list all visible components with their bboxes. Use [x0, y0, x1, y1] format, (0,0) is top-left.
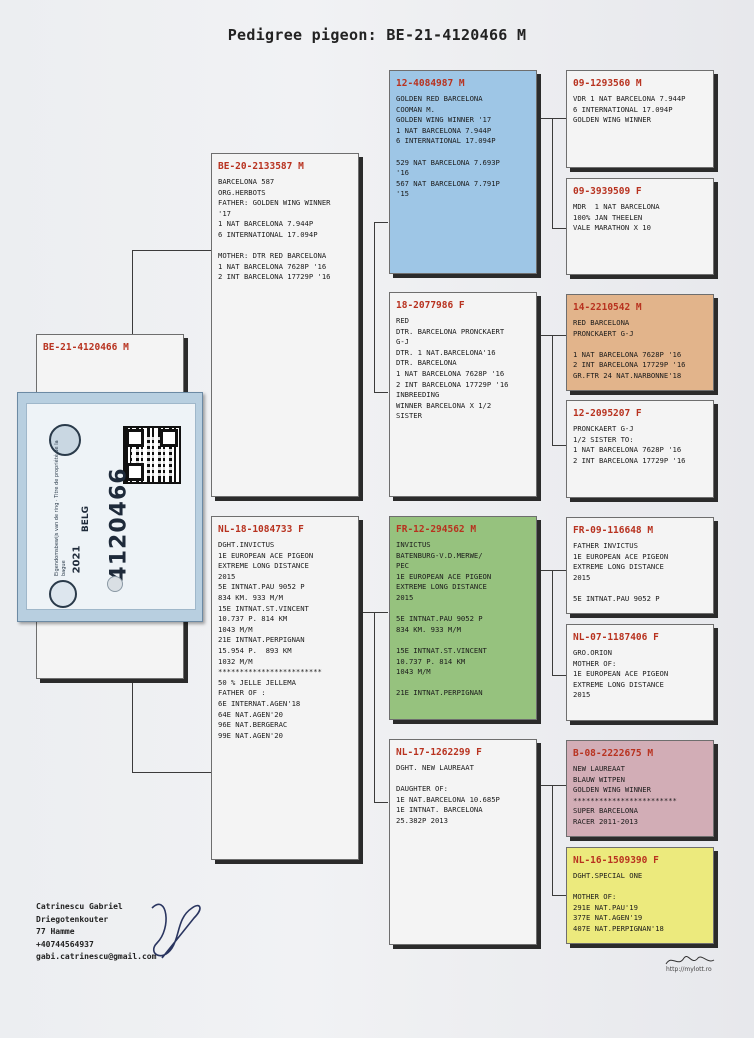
sire-sire-card: 12-4084987 M GOLDEN RED BARCELONA COOMAN…: [389, 70, 537, 274]
page-title: Pedigree pigeon: BE-21-4120466 M: [227, 26, 527, 44]
ring-year: 2021: [71, 545, 83, 574]
connector-line: [552, 445, 566, 446]
breeder-phone: +40744564937: [36, 939, 94, 949]
ggp-text: FATHER INVICTUS 1E EUROPEAN ACE PIGEON E…: [573, 541, 669, 603]
ggp-ring: 09-3939509 F: [573, 186, 642, 197]
sire-dam-card: 18-2077986 F RED DTR. BARCELONA PRONCKAE…: [389, 292, 537, 497]
sire-ring: BE-20-2133587 M: [218, 161, 304, 172]
signature-icon: [151, 903, 201, 959]
ring-emblem-icon: [49, 580, 77, 608]
connector-line: [374, 222, 375, 392]
connector-line: [374, 802, 388, 803]
ring-hole-icon: [107, 576, 123, 592]
qr-finder-icon: [160, 429, 178, 447]
breeder-name: Catrinescu Gabriel: [36, 902, 123, 911]
connector-line: [552, 785, 553, 895]
ggp-card: 12-2095207 F PRONCKAERT G-J 1/2 SISTER T…: [566, 400, 714, 498]
sire-sire-text: GOLDEN RED BARCELONA COOMAN M. GOLDEN WI…: [396, 94, 500, 199]
dam-ring: NL-18-1084733 F: [218, 524, 304, 535]
connector-line: [374, 612, 375, 802]
ggp-ring: 12-2095207 F: [573, 408, 642, 419]
qr-finder-icon: [126, 463, 144, 481]
ggp-card: 09-3939509 F MDR 1 NAT BARCELONA 100% JA…: [566, 178, 714, 275]
sire-sire-ring: 12-4084987 M: [396, 78, 465, 89]
connector-line: [132, 680, 133, 772]
subject-text: [37, 353, 183, 358]
qr-finder-icon: [126, 429, 144, 447]
ggp-text: GRO.ORION MOTHER OF: 1E EUROPEAN ACE PIG…: [573, 648, 669, 700]
ggp-ring: B-08-2222675 M: [573, 748, 654, 759]
ggp-card: FR-09-116648 M FATHER INVICTUS 1E EUROPE…: [566, 517, 714, 614]
breeder-contact: Catrinescu Gabriel Driegotenkouter 77 Ha…: [36, 901, 156, 964]
ring-number: 4120466: [106, 467, 132, 582]
ring-certificate-inner: Eigendomsbewijs van de ring · Titre de p…: [26, 403, 196, 610]
connector-line: [374, 222, 388, 223]
connector-line: [132, 250, 133, 335]
sire-card: BE-20-2133587 M BARCELONA 587 ORG.HERBOT…: [211, 153, 359, 497]
dam-sire-text: INVICTUS BATENBURG-V.D.MERWE/ PEC 1E EUR…: [396, 540, 492, 698]
ggp-ring: 14-2210542 M: [573, 302, 642, 313]
subject-ring: BE-21-4120466 M: [43, 342, 129, 353]
breeder-street: Driegotenkouter: [36, 914, 109, 924]
ggp-text: MDR 1 NAT BARCELONA 100% JAN THEELEN VAL…: [573, 202, 660, 233]
ggp-ring: FR-09-116648 M: [573, 525, 654, 536]
connector-line: [552, 675, 566, 676]
dam-dam-ring: NL-17-1262299 F: [396, 747, 482, 758]
breeder-email: gabi.catrinescu@gmail.com: [36, 952, 157, 962]
dam-dam-card: NL-17-1262299 F DGHT. NEW LAUREAAT DAUGH…: [389, 739, 537, 945]
connector-line: [552, 118, 553, 228]
ggp-card: NL-16-1509390 F DGHT.SPECIAL ONE MOTHER …: [566, 847, 714, 944]
connector-line: [552, 895, 566, 896]
dam-sire-ring: FR-12-294562 M: [396, 524, 477, 535]
ring-ownership-text: Eigendomsbewijs van de ring · Titre de p…: [54, 440, 67, 576]
connector-line: [552, 570, 553, 675]
connector-line: [132, 772, 212, 773]
ggp-card: NL-07-1187406 F GRO.ORION MOTHER OF: 1E …: [566, 624, 714, 721]
ring-certificate-card: Eigendomsbewijs van de ring · Titre de p…: [17, 392, 203, 622]
dam-dam-text: DGHT. NEW LAUREAAT DAUGHTER OF: 1E NAT.B…: [396, 763, 500, 825]
connector-line: [132, 250, 212, 251]
connector-line: [540, 118, 566, 119]
ggp-card: B-08-2222675 M NEW LAUREAAT BLAUW WITPEN…: [566, 740, 714, 837]
stamp-logo-icon: [665, 956, 715, 965]
ggp-text: NEW LAUREAAT BLAUW WITPEN GOLDEN WING WI…: [573, 764, 677, 826]
connector-line: [540, 570, 566, 571]
connector-line: [552, 335, 553, 445]
ggp-card: 09-1293560 M VDR 1 NAT BARCELONA 7.944P …: [566, 70, 714, 168]
connector-line: [360, 612, 388, 613]
sire-dam-ring: 18-2077986 F: [396, 300, 465, 311]
sire-text: BARCELONA 587 ORG.HERBOTS FATHER: GOLDEN…: [218, 177, 331, 282]
breeder-city: 77 Hamme: [36, 927, 75, 937]
ggp-text: VDR 1 NAT BARCELONA 7.944P 6 INTERNATION…: [573, 94, 686, 125]
ggp-text: PRONCKAERT G-J 1/2 SISTER TO: 1 NAT BARC…: [573, 424, 686, 465]
ring-country: BELG: [81, 505, 92, 533]
connector-line: [374, 392, 388, 393]
dam-card: NL-18-1084733 F DGHT.INVICTUS 1E EUROPEA…: [211, 516, 359, 860]
connector-line: [540, 785, 566, 786]
ggp-card: 14-2210542 M RED BARCELONA PRONCKAERT G-…: [566, 294, 714, 391]
qr-code-icon: [123, 426, 181, 484]
dam-sire-card: FR-12-294562 M INVICTUS BATENBURG-V.D.ME…: [389, 516, 537, 720]
connector-line: [540, 335, 566, 336]
connector-line: [552, 228, 566, 229]
dam-text: DGHT.INVICTUS 1E EUROPEAN ACE PIGEON EXT…: [218, 540, 322, 740]
ggp-ring: NL-07-1187406 F: [573, 632, 659, 643]
stamp-url: http://mylott.ro: [666, 966, 712, 973]
ggp-ring: 09-1293560 M: [573, 78, 642, 89]
ggp-ring: NL-16-1509390 F: [573, 855, 659, 866]
ggp-text: RED BARCELONA PRONCKAERT G-J 1 NAT BARCE…: [573, 318, 686, 380]
ggp-text: DGHT.SPECIAL ONE MOTHER OF: 291E NAT.PAU…: [573, 871, 664, 933]
sire-dam-text: RED DTR. BARCELONA PRONCKAERT G-J DTR. 1…: [396, 316, 509, 421]
federation-emblem-icon: [49, 424, 81, 456]
